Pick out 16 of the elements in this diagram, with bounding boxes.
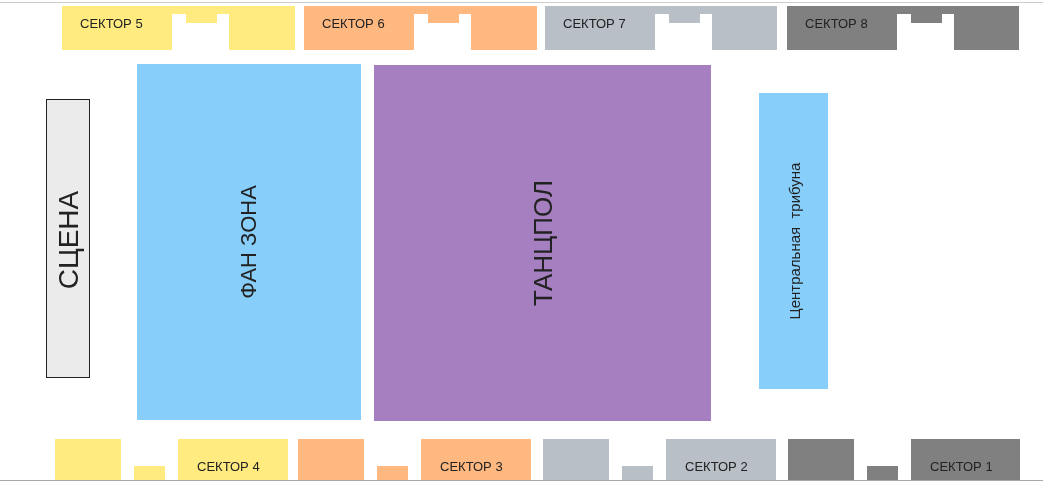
sector-label: СЕКТОР 1 [930,459,993,474]
area-label: СЦЕНА [53,190,85,289]
sector-label: СЕКТОР 6 [322,16,385,31]
sector-label: СЕКТОР 2 [685,459,748,474]
dance-floor-area [374,65,711,421]
area-label: ФАН ЗОНА [236,185,262,299]
stage-area [46,99,90,378]
sector-label: СЕКТОР 3 [440,459,503,474]
sector-label: СЕКТОР 5 [80,16,143,31]
sector-label: СЕКТОР 8 [805,16,868,31]
sector-label: СЕКТОР 7 [563,16,626,31]
area-label: ТАНЦПОЛ [527,179,558,307]
tribune-area [759,93,828,389]
fan-zone-area [137,64,361,420]
area-label: Центральная трибуна [785,162,802,320]
sector-label: СЕКТОР 4 [197,459,260,474]
